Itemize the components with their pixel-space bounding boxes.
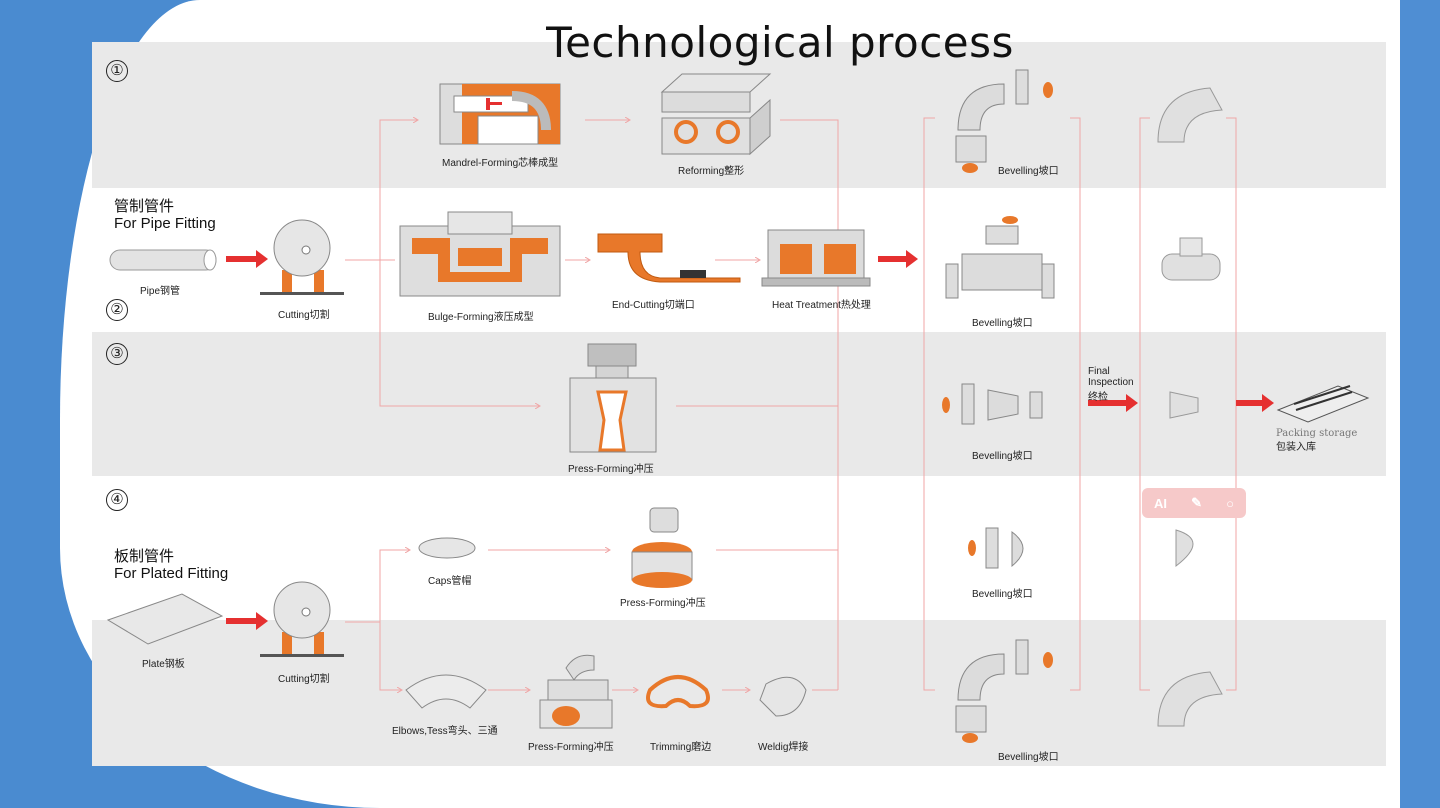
label-press-forming-4b: Press-Forming冲压 [528,742,614,753]
label-final-cn: 终检 [1088,392,1108,403]
label-mandrel-forming: Mandrel-Forming芯棒成型 [442,158,559,169]
mandrel-forming-image [439,83,561,145]
finished-elbow-2-image [1157,671,1223,727]
label-inspection: Inspection [1088,377,1134,388]
finished-elbow-1-image [1157,87,1223,143]
red-arrows [226,250,1274,630]
label-bevelling-5: Bevelling坡口 [998,752,1059,763]
label-bulge-forming: Bulge-Forming液压成型 [428,312,534,323]
heat-treatment-image [761,229,871,287]
elbows-image [405,674,487,709]
label-reforming: Reforming整形 [678,166,745,177]
pipe-fitting-cn: 管制管件 [114,198,175,215]
bevel-elbow-2-image [955,639,1053,743]
bevel-cap-image [968,527,1024,569]
welding-image [759,676,807,717]
label-bevelling-1: Bevelling坡口 [998,166,1059,177]
press-forming-image-3 [569,343,657,453]
bevel-elbow-1-image [955,69,1053,173]
step-3-number: ③ [106,343,128,365]
caps-image [418,537,476,559]
label-caps: Caps管帽 [428,576,472,587]
plate-image [106,593,224,645]
page-title: Technological process [546,18,1014,67]
pipe-fitting-en: For Pipe Fitting [114,215,216,232]
cutting-machine-2-image [260,581,344,657]
ai-icon[interactable]: AI [1154,495,1168,511]
finished-tee-image [1161,237,1221,281]
label-bevelling-2: Bevelling坡口 [972,318,1033,329]
packing-box-image [1276,385,1370,423]
step-2-number: ② [106,299,128,321]
bulge-forming-image [399,211,561,297]
reforming-image [660,73,772,156]
label-press-forming-4a: Press-Forming冲压 [620,598,706,609]
label-elbows: Elbows,Tess弯头、三通 [392,726,498,737]
magic-wand-icon[interactable]: ✎ [1191,495,1203,510]
label-trimming: Trimming磨边 [650,742,712,753]
plate-fitting-cn: 板制管件 [114,548,175,565]
search-icon[interactable]: ○ [1226,495,1234,511]
plate-fitting-en: For Plated Fitting [114,565,229,582]
label-welding: Weldig焊接 [758,742,809,753]
step-1-number: ① [106,60,128,82]
cutting-machine-1-image [260,219,344,295]
label-press-forming-3: Press-Forming冲压 [568,464,654,475]
label-packing-storage: Packing storage [1276,428,1358,439]
label-heat-treatment: Heat Treatment热处理 [772,300,871,311]
label-bevelling-3: Bevelling坡口 [972,451,1033,462]
floating-ai-toolbar[interactable]: AI ✎ ○ [1142,488,1246,518]
press-forming-image-4b [539,654,613,729]
label-end-cutting: End-Cutting切端口 [612,300,695,311]
label-final: Final [1088,366,1110,377]
press-forming-image-4a [631,507,693,588]
end-cutting-image [597,233,741,283]
finished-cap-image [1175,529,1194,568]
label-bevelling-4: Bevelling坡口 [972,589,1033,600]
label-packing-cn: 包装入库 [1276,442,1316,453]
bevel-reducer-image [942,383,1043,425]
pipe-image [109,249,217,271]
finished-reducer-image [1169,391,1199,419]
step-4-number: ④ [106,489,128,511]
label-cutting-2: Cutting切割 [278,674,330,685]
trimming-image [646,675,710,709]
label-pipe: Pipe钢管 [140,286,181,297]
bevel-tee-image [945,216,1055,299]
label-plate: Plate钢板 [142,659,185,670]
label-cutting-1: Cutting切割 [278,310,330,321]
